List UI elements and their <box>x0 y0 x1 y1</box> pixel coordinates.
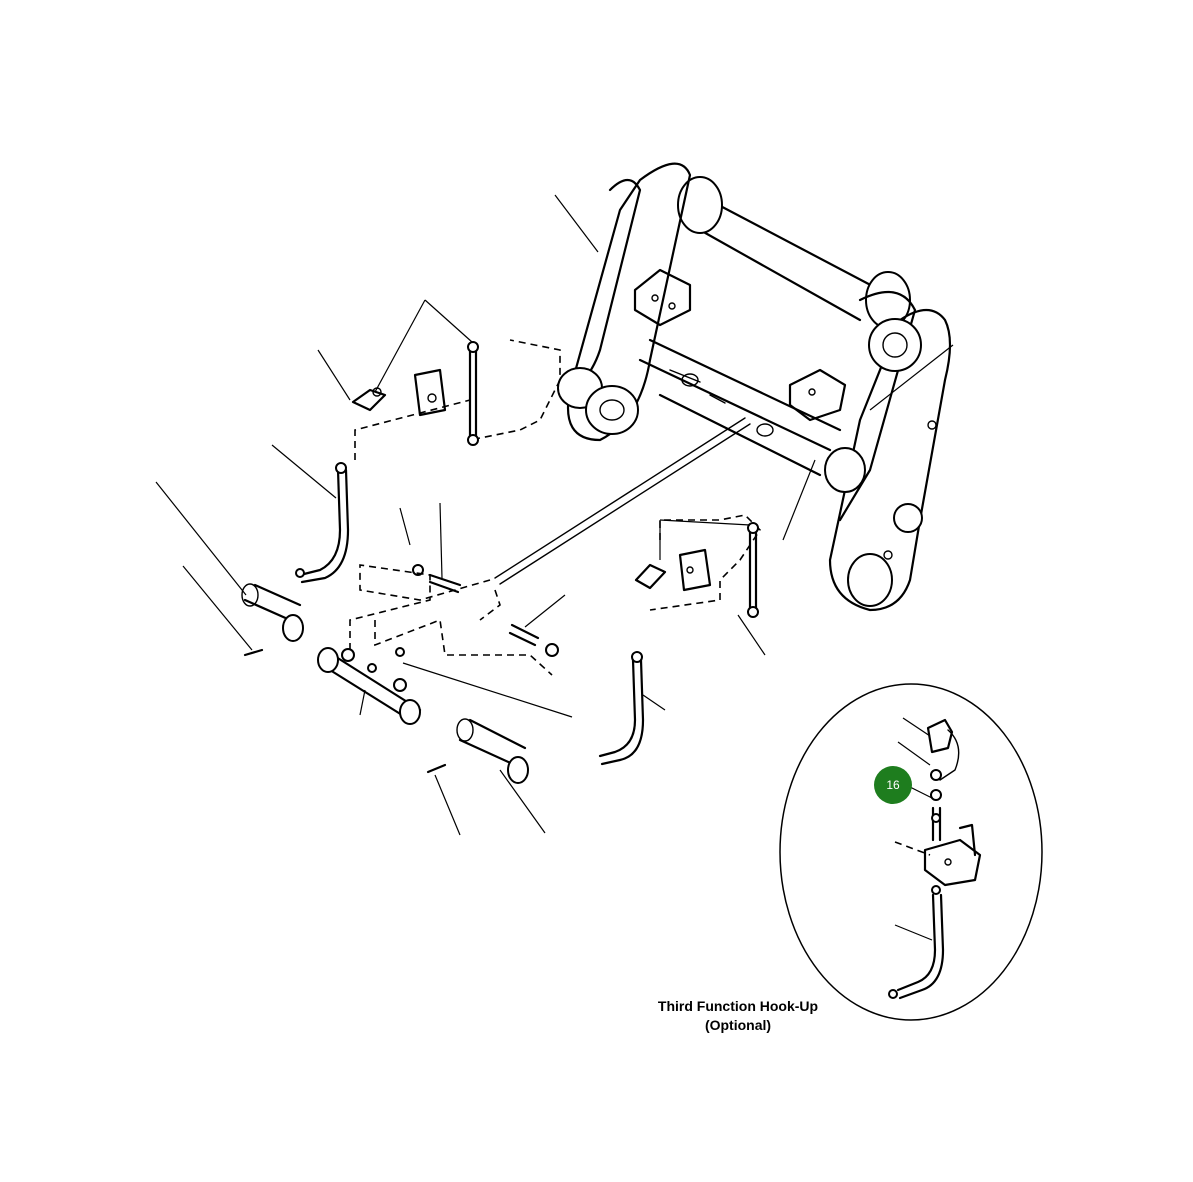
callout-label: 16 <box>886 778 900 792</box>
detail-oval <box>779 683 1043 1021</box>
caption-subtitle: (Optional) <box>704 1017 772 1033</box>
mounting-bracket-icon <box>598 514 762 766</box>
cylinder-icon <box>241 583 529 784</box>
flow-path-right <box>479 589 501 621</box>
flow-path-left <box>349 564 491 650</box>
caption-title: Third Function Hook-Up <box>657 998 819 1014</box>
callout-circle[interactable] <box>874 766 912 804</box>
callout-16[interactable]: 16 <box>874 766 912 804</box>
fitting-icon <box>367 564 559 673</box>
detail-hose-icon <box>896 893 937 992</box>
pin-icon <box>243 573 540 774</box>
flow-path-middle <box>374 618 553 676</box>
leader-lines <box>155 194 954 836</box>
hydraulic-hose-icon <box>295 339 561 584</box>
coupler-frame-icon <box>494 162 952 612</box>
